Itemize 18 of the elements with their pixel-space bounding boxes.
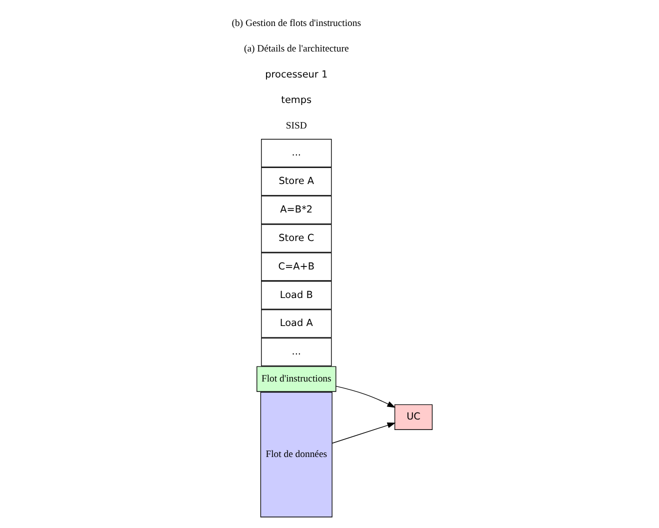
- arrow: [331, 422, 396, 444]
- arrow: [335, 386, 396, 408]
- node-box: Load B: [260, 280, 332, 310]
- node-box: ...: [260, 338, 332, 366]
- label: temps: [280, 95, 312, 106]
- node-box: A=B*2: [260, 196, 332, 224]
- node-box: Flot d'instructions: [256, 366, 336, 392]
- node-box: UC: [394, 404, 432, 430]
- node-box: Store A: [260, 167, 332, 196]
- node-box: Store C: [260, 224, 332, 253]
- node-box: ...: [260, 138, 332, 168]
- node-box: C=A+B: [260, 252, 332, 281]
- label: (b) Gestion de flots d'instructions: [231, 18, 361, 30]
- label: SISD: [285, 120, 306, 132]
- node-box: Flot de données: [260, 392, 332, 518]
- label: processeur 1: [264, 69, 328, 80]
- label: (a) Détails de l'architecture: [244, 44, 348, 55]
- node-box: Load A: [260, 309, 332, 338]
